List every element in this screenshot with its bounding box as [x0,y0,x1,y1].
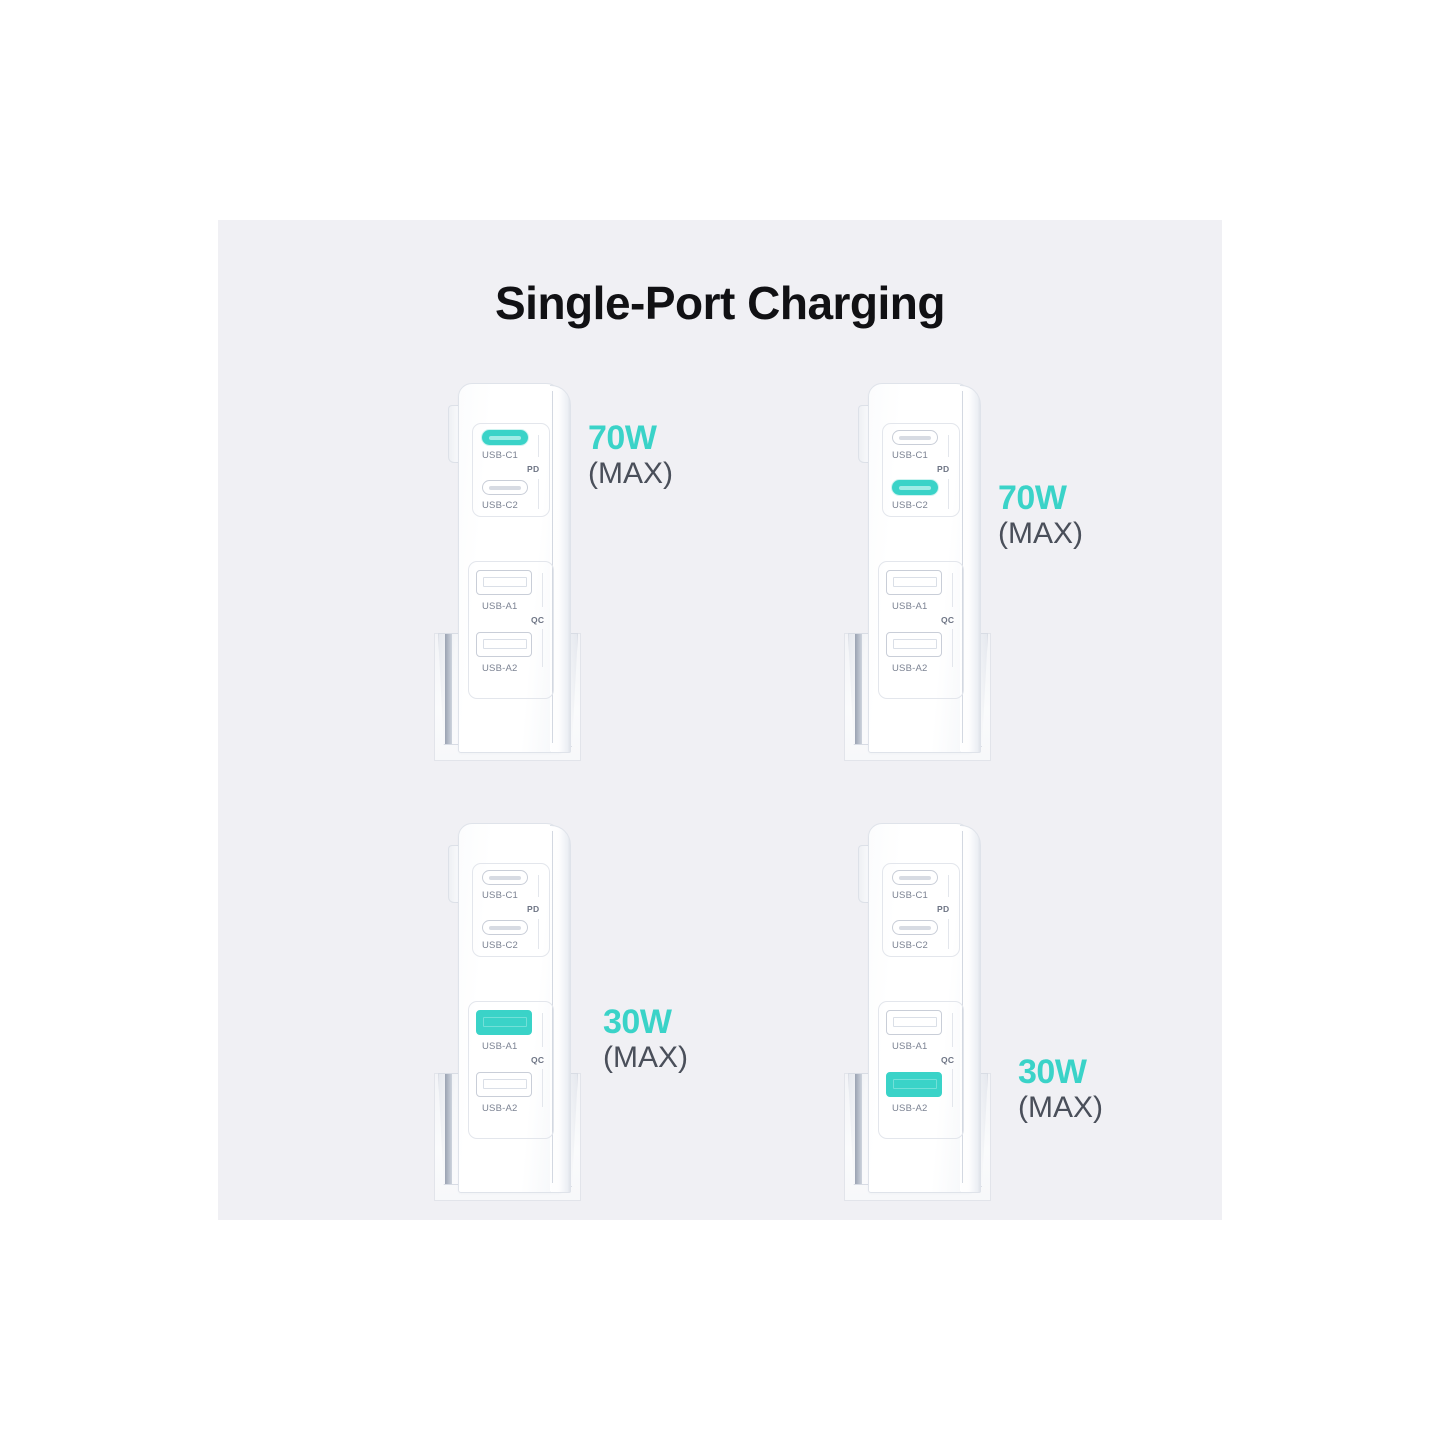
port-usb-a2[interactable] [476,1072,532,1097]
qc-tag: QC [941,615,955,625]
charger-side-nub [448,845,461,903]
port-usb-c1-label: USB-C1 [482,450,519,461]
wattage-value: 70W [998,479,1067,517]
usb-a-port-group [468,561,554,699]
usb-a-port-group [878,1001,964,1139]
pd-tick-bottom [948,919,949,949]
qc-tag: QC [531,1055,545,1065]
port-usb-a2[interactable] [886,632,942,657]
port-usb-a1[interactable] [476,570,532,595]
pd-tick-top [948,435,949,457]
qc-tick-bottom [542,629,543,667]
usb-c-port-group [472,863,550,957]
qc-tick-bottom [952,1069,953,1107]
port-usb-c2[interactable] [892,480,938,495]
port-usb-a2-label: USB-A2 [482,663,518,674]
pd-tick-bottom [538,479,539,509]
usb-c-port-group [882,863,960,957]
charger-card-usb-a1: USB-C1 PD USB-C2 USB-A1 QC USB-A2 30W (M… [428,815,888,1215]
wattage-value: 30W [603,1003,672,1041]
qc-tag: QC [941,1055,955,1065]
usb-c-port-group [472,423,550,517]
pd-tag: PD [937,464,950,474]
charger-illustration: USB-C1 PD USB-C2 USB-A1 QC USB-A2 [428,815,678,1205]
wattage-max-label: (MAX) [998,516,1083,550]
wattage-callout: 30W (MAX) [603,1003,688,1074]
qc-tag: QC [531,615,545,625]
port-usb-a2[interactable] [886,1072,942,1097]
charger-illustration: USB-C1 PD USB-C2 USB-A1 QC USB-A2 [838,375,1088,765]
port-usb-c2[interactable] [892,920,938,935]
charger-card-usb-a2: USB-C1 PD USB-C2 USB-A1 QC USB-A2 30W (M… [838,815,1298,1215]
port-usb-a1[interactable] [886,570,942,595]
wattage-max-label: (MAX) [603,1040,688,1074]
usb-a-port-group [468,1001,554,1139]
pd-tag: PD [527,464,540,474]
port-usb-a1-label: USB-A1 [482,1041,518,1052]
qc-tick-bottom [952,629,953,667]
wattage-callout: 70W (MAX) [998,479,1083,550]
pd-tick-bottom [538,919,539,949]
qc-tick-top [952,573,953,607]
port-usb-c1[interactable] [892,870,938,885]
charger-illustration: USB-C1 PD USB-C2 USB-A1 QC USB-A2 [838,815,1088,1205]
qc-tick-top [542,1013,543,1047]
port-usb-c1[interactable] [482,430,528,445]
port-usb-c1[interactable] [482,870,528,885]
port-usb-c2-label: USB-C2 [482,940,519,951]
port-usb-a1-label: USB-A1 [892,1041,928,1052]
pd-tag: PD [527,904,540,914]
port-usb-a2-label: USB-A2 [892,1103,928,1114]
charger-side-nub [858,405,871,463]
port-usb-c2[interactable] [482,920,528,935]
content-panel: Single-Port Charging USB-C1 PD USB-C2 [218,220,1222,1220]
port-usb-a1-label: USB-A1 [892,601,928,612]
port-usb-c2-label: USB-C2 [482,500,519,511]
pd-tick-top [538,875,539,897]
port-usb-a1-label: USB-A1 [482,601,518,612]
wattage-callout: 30W (MAX) [1018,1053,1103,1124]
port-usb-a2-label: USB-A2 [892,663,928,674]
pd-tick-top [948,875,949,897]
port-usb-a2[interactable] [476,632,532,657]
qc-tick-top [952,1013,953,1047]
charger-card-usb-c2: USB-C1 PD USB-C2 USB-A1 QC USB-A2 70W (M… [838,375,1298,775]
port-usb-a1[interactable] [886,1010,942,1035]
port-usb-c1-label: USB-C1 [892,450,929,461]
page-title: Single-Port Charging [495,277,946,329]
wattage-max-label: (MAX) [1018,1090,1103,1124]
qc-tick-top [542,573,543,607]
port-usb-c1-label: USB-C1 [482,890,519,901]
wattage-max-label: (MAX) [588,456,673,490]
port-usb-a1[interactable] [476,1010,532,1035]
wattage-value: 30W [1018,1053,1087,1091]
charger-side-nub [858,845,871,903]
pd-tick-bottom [948,479,949,509]
port-usb-c2-label: USB-C2 [892,500,929,511]
usb-c-port-group [882,423,960,517]
port-usb-c1[interactable] [892,430,938,445]
pd-tick-top [538,435,539,457]
pd-tag: PD [937,904,950,914]
charger-side-nub [448,405,461,463]
wattage-callout: 70W (MAX) [588,419,673,490]
qc-tick-bottom [542,1069,543,1107]
port-usb-c2-label: USB-C2 [892,940,929,951]
port-usb-c2[interactable] [482,480,528,495]
charger-illustration: USB-C1 PD USB-C2 USB-A1 QC USB-A2 [428,375,678,765]
port-usb-c1-label: USB-C1 [892,890,929,901]
port-usb-a2-label: USB-A2 [482,1103,518,1114]
usb-a-port-group [878,561,964,699]
charger-card-usb-c1: USB-C1 PD USB-C2 USB-A1 QC USB-A2 70W (M… [428,375,888,775]
wattage-value: 70W [588,419,657,457]
